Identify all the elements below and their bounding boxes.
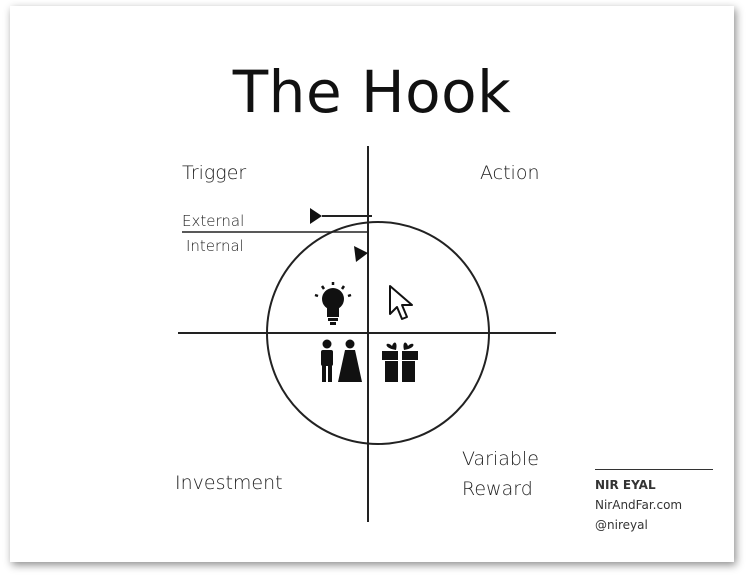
variable-reward-label-line1: Variable	[462, 448, 539, 470]
action-label: Action	[480, 162, 540, 184]
author-handle: @nireyal	[595, 518, 648, 532]
hook-diagram	[178, 146, 556, 522]
internal-arrowhead	[354, 246, 368, 262]
hook-loop-circle	[266, 221, 490, 445]
external-arrowhead	[310, 208, 322, 224]
author-block: NIR EYAL NirAndFar.com @nireyal	[595, 469, 713, 535]
slide-title: The Hook	[232, 58, 512, 126]
couple-icon	[321, 339, 362, 382]
lightbulb-icon	[314, 282, 352, 325]
external-trigger-label: External	[182, 212, 245, 230]
investment-label: Investment	[175, 472, 283, 494]
variable-reward-label-line2: Reward	[462, 478, 533, 500]
internal-trigger-label: Internal	[186, 237, 244, 255]
slide: The Hook	[10, 6, 734, 562]
gift-icon	[382, 342, 418, 382]
author-name: NIR EYAL	[595, 478, 656, 492]
cursor-icon	[389, 285, 413, 320]
trigger-label: Trigger	[182, 162, 247, 184]
author-website: NirAndFar.com	[595, 498, 683, 512]
